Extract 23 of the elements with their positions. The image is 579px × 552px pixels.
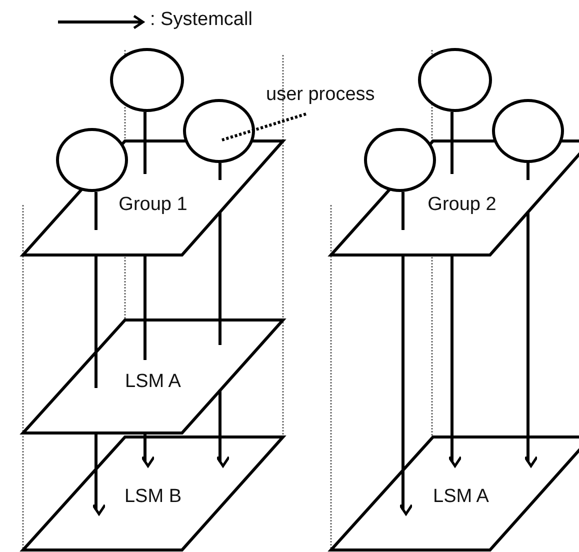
leader-line	[450, 112, 454, 174]
arrow	[216, 390, 230, 468]
leader-line	[144, 112, 146, 174]
arrow	[448, 255, 462, 468]
plane-label: Group 2	[428, 194, 496, 216]
leader-line	[144, 255, 146, 360]
plane-label: LSM A	[125, 371, 181, 393]
arrow	[398, 255, 414, 516]
leader-line	[94, 192, 98, 230]
arrow	[140, 433, 156, 468]
plane-label: LSM A	[433, 486, 489, 508]
leader-line	[222, 112, 306, 142]
leader-line	[402, 192, 404, 230]
plane-label: LSM B	[124, 486, 182, 508]
leader-line	[218, 163, 222, 180]
leader-line	[218, 211, 222, 345]
leader-line	[94, 255, 98, 388]
arrow	[92, 433, 106, 516]
legend-label: : Systemcall	[150, 9, 252, 31]
callout-label: user process	[266, 84, 375, 106]
arrow	[524, 211, 538, 468]
leader-line	[526, 163, 530, 180]
plane-label: Group 1	[118, 194, 188, 216]
